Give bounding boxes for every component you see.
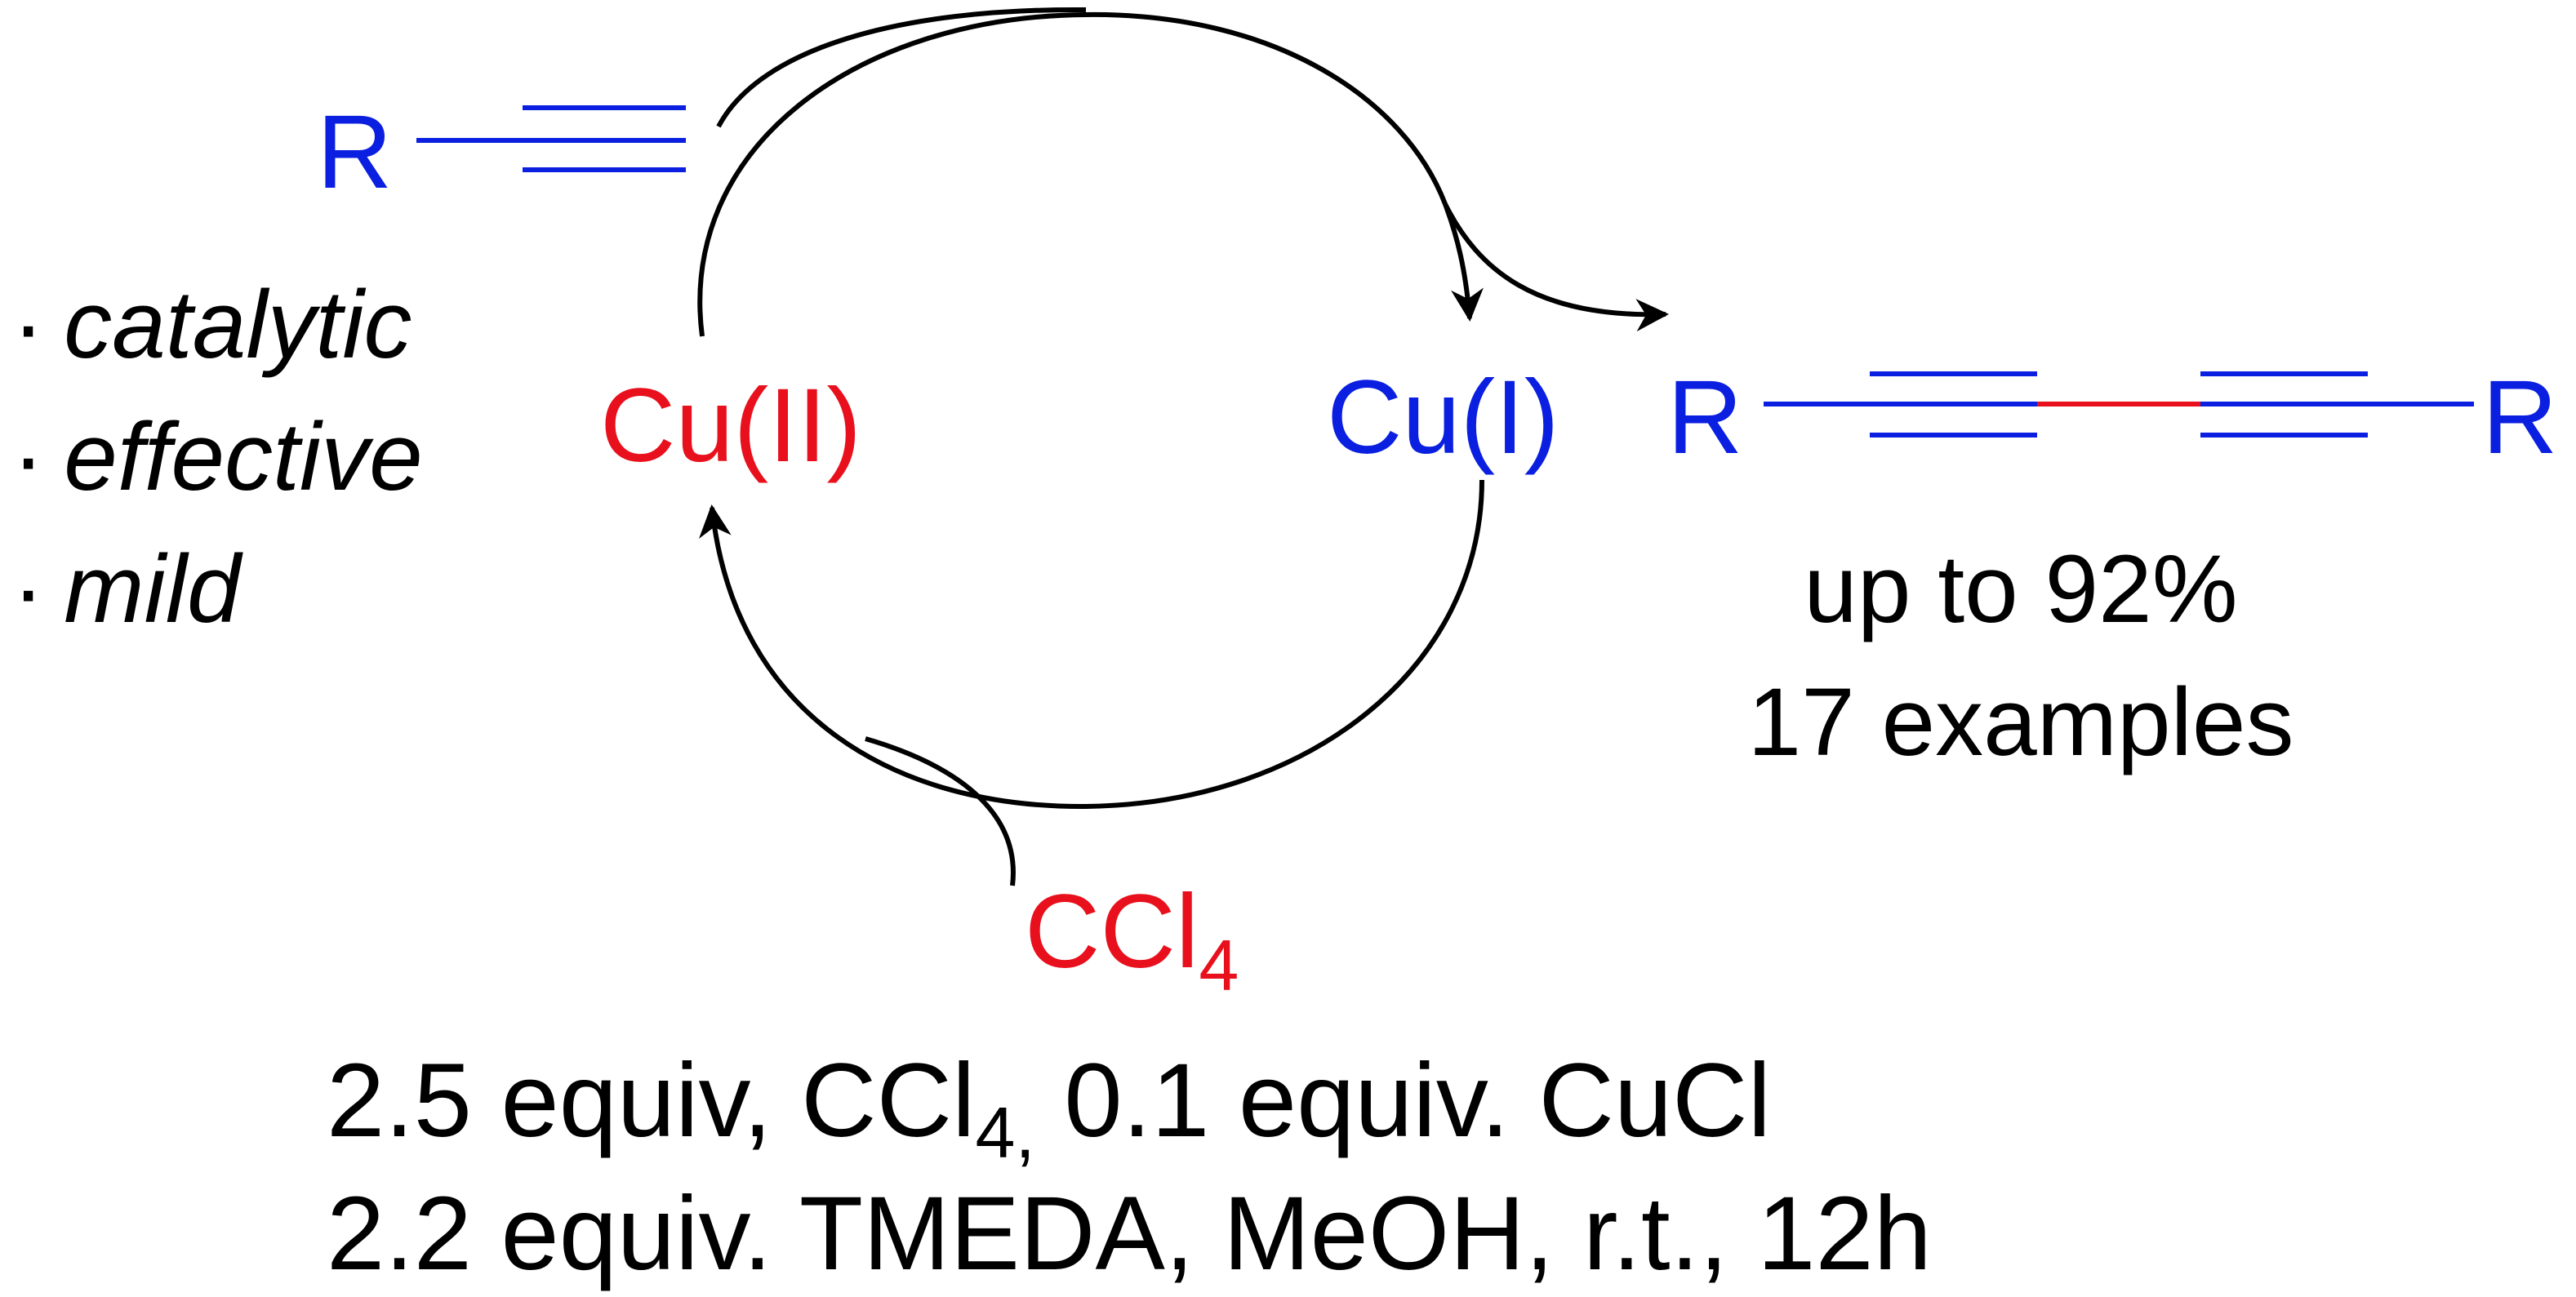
copper-i-label: Cu(I): [1327, 359, 1559, 476]
cycle-upper-arc: [697, 11, 1448, 337]
product-left-triple-bond: [1870, 371, 2037, 438]
cycle-lower-arc: [699, 479, 1484, 810]
alkyne-r-label: R: [317, 94, 392, 211]
feature-item: ·catalytic: [12, 271, 412, 379]
yield-text: up to 92%: [1804, 535, 2237, 643]
ccl4-entry-arc: [865, 736, 1016, 886]
product-right-triple-bond: [2200, 371, 2368, 438]
feature-list: ·catalytic ·effective ·mild: [12, 271, 423, 643]
product-release-arrow: [1443, 202, 1669, 332]
feature-item: ·mild: [12, 535, 243, 643]
conditions-line-2: 2.2 equiv. TMEDA, MeOH, r.t., 12h: [327, 1175, 1932, 1292]
diyne-product: R R: [1667, 359, 2557, 476]
examples-text: 17 examples: [1747, 668, 2293, 776]
product-r-right: R: [2482, 359, 2557, 476]
product-r-left: R: [1667, 359, 1742, 476]
copper-ii-label: Cu(II): [600, 367, 861, 484]
catalytic-cycle: [697, 7, 1669, 886]
ccl4-oxidant-label: CCl4: [1025, 873, 1239, 1006]
terminal-alkyne: R: [317, 94, 686, 211]
conditions-line-1: 2.5 equiv, CCl4, 0.1 equiv. CuCl: [327, 1042, 1771, 1173]
alkyne-entry-arc: [716, 7, 1087, 128]
alkyne-triple-bond: [523, 105, 686, 172]
feature-item: ·effective: [12, 403, 423, 511]
